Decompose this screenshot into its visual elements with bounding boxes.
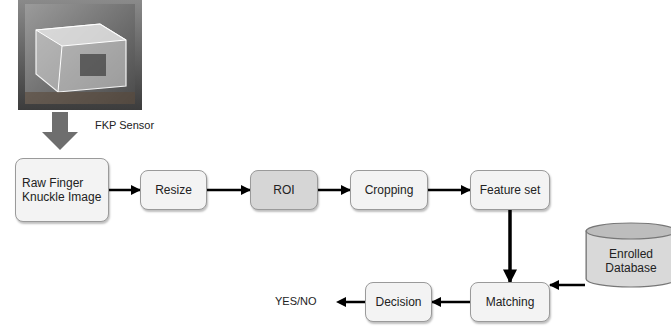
node-text: Raw Finger Knuckle Image (22, 176, 102, 205)
text-wrap: Enrolled Database (589, 247, 671, 276)
node-text: Resize (155, 183, 192, 197)
process-box: Raw Finger Knuckle Image (15, 158, 109, 222)
node-text: Enrolled Database (589, 247, 671, 276)
down-arrow (42, 112, 78, 150)
flow-arrow (432, 301, 470, 304)
flow-arrow (318, 189, 350, 192)
output-label: YES/NO (275, 295, 317, 307)
process-box: Feature set (470, 170, 550, 210)
flow-arrow (550, 284, 585, 287)
flow-arrow (109, 189, 140, 192)
node-text: Matching (486, 295, 535, 309)
text-wrap: Resize (155, 183, 192, 197)
output-arrow (336, 297, 365, 307)
sensor-label: FKP Sensor (95, 119, 154, 131)
text-wrap: Cropping (365, 183, 414, 197)
flow-arrow (508, 210, 512, 282)
process-box: Decision (365, 282, 432, 322)
process-box: Matching (470, 282, 550, 322)
node-text: Decision (375, 295, 421, 309)
database-cylinder: Enrolled Database (585, 222, 671, 288)
text-wrap: Matching (486, 295, 535, 309)
node-text: ROI (273, 183, 294, 197)
text-wrap: Raw Finger Knuckle Image (22, 176, 102, 205)
process-box: ROI (250, 170, 318, 210)
text-wrap: ROI (273, 183, 294, 197)
sensor-photo (18, 0, 142, 110)
flow-arrow (207, 189, 250, 192)
node-text: Cropping (365, 183, 414, 197)
text-wrap: Decision (375, 295, 421, 309)
node-text: Feature set (480, 183, 541, 197)
process-box: Resize (140, 170, 207, 210)
flow-arrow (428, 189, 470, 192)
process-box: Cropping (350, 170, 428, 210)
text-wrap: Feature set (480, 183, 541, 197)
